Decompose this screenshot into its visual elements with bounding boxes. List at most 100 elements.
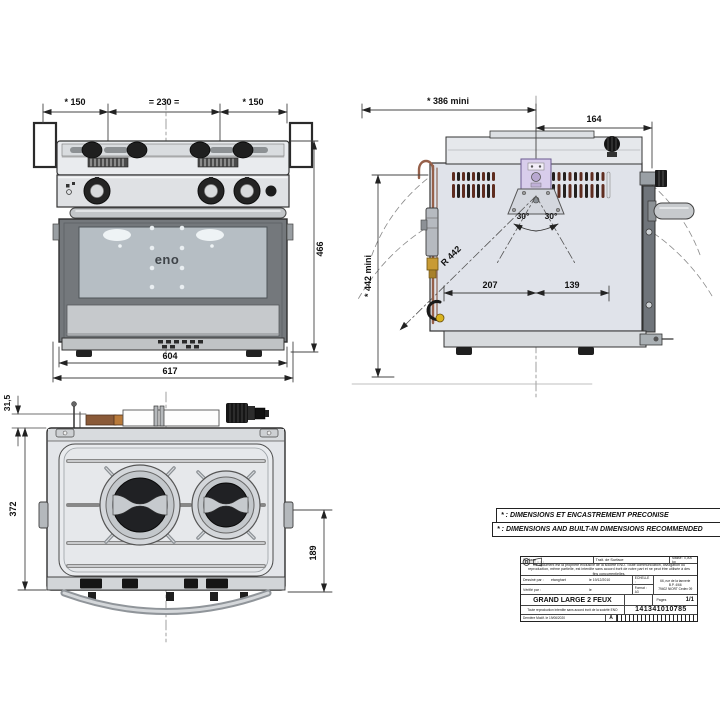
dim-label-burner-spacing: = 230 =	[149, 97, 180, 107]
dim-label-front-depth: 189	[308, 545, 318, 560]
burner-knob	[83, 177, 111, 205]
dim-axis-to-back	[535, 121, 653, 169]
back-rail	[122, 409, 220, 427]
vent-grid	[158, 340, 203, 349]
mass-label: Masse : 0,000 kg	[672, 557, 693, 563]
scale-ruler	[616, 614, 698, 622]
gas-knob	[604, 136, 620, 157]
dim-label-front: 207	[482, 280, 497, 290]
side-latch	[283, 501, 294, 529]
base-plate	[443, 330, 647, 348]
pages-value: 1/1	[685, 597, 694, 604]
door-lower-panel	[66, 304, 280, 337]
dim-label-right-gap: * 150	[242, 97, 263, 107]
eno-logo: eno	[155, 252, 180, 267]
side-latch	[286, 223, 294, 241]
oven-window	[78, 226, 268, 299]
burner-base-left	[87, 157, 129, 168]
dim-depth	[17, 427, 47, 591]
burner-knob	[197, 177, 225, 205]
address-line1: 66, rue de la tannerie	[660, 578, 691, 583]
right-wall-section	[288, 121, 314, 169]
dim-label-left-gap: * 150	[64, 97, 85, 107]
brass-fitting	[426, 257, 439, 271]
drawing-title: GRAND LARGE 2 FEUX	[521, 595, 625, 606]
oven-knob	[233, 177, 261, 205]
dim-label-depth: 372	[8, 501, 18, 516]
igniter-button	[265, 185, 277, 197]
front-frame	[639, 170, 695, 333]
dim-depth-split	[443, 285, 610, 302]
gimbal-bracket	[507, 158, 565, 215]
dim-height	[290, 140, 319, 353]
format-label: Format : A3	[634, 585, 647, 594]
note-en: * : DIMENSIONS AND BUILT-IN DIMENSIONS R…	[492, 522, 720, 537]
dim-label-depth-min: * 386 mini	[427, 96, 469, 106]
burner-right	[191, 470, 261, 540]
foot	[456, 347, 472, 355]
dim-label-axis-to-back: 164	[586, 114, 601, 124]
top-view: 31,5 372 189	[2, 391, 333, 643]
pipe-fitting	[85, 414, 117, 426]
checked-by-label: Vérifié par :	[523, 587, 541, 592]
dim-label-rear: 139	[564, 280, 579, 290]
burner-cap	[126, 141, 148, 159]
dim-label-height: 466	[315, 241, 325, 256]
drawn-by-label: Dessiné par :	[523, 578, 544, 583]
angle-label-left: 30°	[517, 211, 530, 221]
dim-label-width-inner: 604	[162, 351, 177, 361]
scale-label: ECHELLE :	[632, 576, 653, 586]
burner-cap	[81, 141, 103, 159]
dim-label-width-outer: 617	[162, 366, 177, 376]
side-latch	[38, 501, 49, 529]
plinth	[61, 337, 285, 351]
part-number: 141341010785	[635, 606, 687, 614]
window-dots	[149, 225, 185, 290]
gas-pipe	[417, 159, 445, 325]
side-handle	[653, 202, 695, 220]
vent-slots-right	[552, 171, 611, 199]
modified-date: Dernière Modif. le 19/06/2020	[521, 614, 607, 622]
burner-cap	[189, 141, 211, 159]
dim-height-min	[371, 174, 429, 378]
knob-tops	[80, 578, 228, 589]
vent-slots-left	[452, 172, 495, 198]
left-wall-section	[32, 121, 58, 169]
treatment-label: Trait. de Surface	[594, 557, 671, 563]
drawn-date: le 19/12/2010	[589, 578, 611, 583]
burner-left	[99, 464, 181, 546]
pages-label: Pages	[656, 598, 667, 603]
igniter-electrode	[71, 401, 81, 429]
radius-line	[399, 195, 537, 331]
dim-front-depth	[287, 509, 333, 593]
front-view: * 150 = 230 = * 150	[32, 97, 325, 383]
drawn-by-name: etanghart	[551, 578, 566, 583]
foot	[578, 347, 594, 355]
gas-inlet-connector	[226, 403, 269, 423]
foot	[76, 350, 92, 357]
burner-cap	[232, 141, 254, 159]
address-line2: B.P. 4/66	[668, 582, 682, 587]
dim-top	[42, 103, 288, 143]
dim-back-offset	[11, 395, 87, 447]
checked-date: le	[589, 587, 592, 592]
revision-letter: A	[606, 614, 617, 622]
oven-handle	[69, 207, 287, 219]
dim-widths	[52, 341, 294, 383]
title-block: Surface Trait. de Surface Masse : 0,000 …	[520, 556, 698, 622]
foot	[246, 350, 262, 357]
property-notice: Ce document est la propriété exclusive d…	[528, 564, 690, 575]
burner-base-right	[197, 157, 239, 168]
handle-brackets	[88, 592, 248, 601]
caution-line: Toute reproduction interdite sans accord…	[521, 606, 625, 614]
side-view: 30° 30° R 442	[351, 95, 714, 399]
address-line3: 79402 NIORT Cedex 09	[658, 587, 693, 592]
side-latch	[52, 223, 60, 241]
spark-icon	[66, 182, 75, 195]
note-fr: * : DIMENSIONS ET ENCASTREMENT PRECONISE	[496, 508, 720, 523]
angle-label-right: 30°	[545, 211, 558, 221]
dim-depth-min	[361, 103, 537, 159]
dim-label-back-offset: 31,5	[2, 394, 12, 411]
